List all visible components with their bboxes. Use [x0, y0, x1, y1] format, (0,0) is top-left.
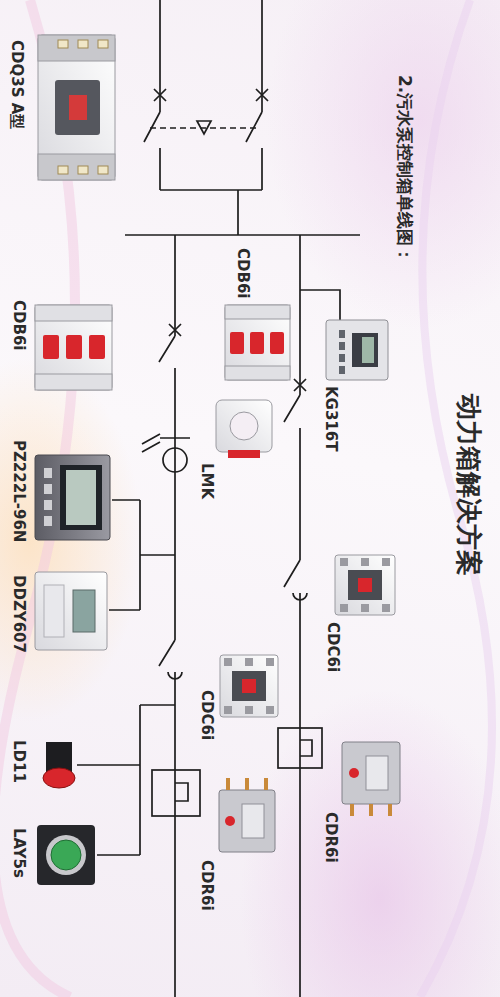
part-name: LMK	[198, 463, 216, 499]
part-name-text: CDC6i	[198, 690, 216, 740]
part-name: PZ222L-96N	[10, 440, 28, 542]
part-name: CDC6i	[324, 622, 342, 672]
part-name-text: PZ222L-96N	[10, 440, 28, 542]
section-heading: 2.污水泵控制箱单线图：	[393, 75, 416, 263]
part-name: CDB6i	[234, 248, 252, 298]
single-line-wiring	[77, 0, 360, 997]
slide-title-text: 动力箱解决方案	[454, 394, 484, 576]
contactor-picture	[220, 655, 278, 717]
part-name-text: LMK	[198, 463, 216, 499]
panel-meter-picture	[35, 455, 110, 540]
part-name-text: CDR6i	[198, 860, 216, 911]
thermal-relay-picture	[219, 778, 275, 852]
part-name: KG316T	[322, 386, 340, 451]
slide-title: 动力箱解决方案	[451, 394, 486, 576]
current-transformer-picture	[216, 400, 272, 458]
part-name-text: CDC6i	[324, 622, 342, 672]
energy-meter-picture	[35, 572, 107, 650]
part-name: CDQ3S A型	[7, 40, 26, 129]
part-name: LD11	[10, 740, 28, 783]
contactor-picture	[335, 555, 395, 615]
part-name-text: CDR6i	[322, 812, 340, 863]
section-heading-text: 2.污水泵控制箱单线图：	[395, 75, 415, 263]
part-name: CDR6i	[198, 860, 216, 911]
breaker-picture	[225, 305, 290, 380]
part-name: CDC6i	[198, 690, 216, 740]
part-name-text: CDQ3S A型	[8, 40, 26, 129]
part-name: DDZY607	[10, 575, 28, 653]
part-name: CDB6i	[10, 300, 28, 350]
part-name-text: DDZY607	[10, 575, 28, 653]
thermal-relay-picture	[342, 742, 400, 816]
part-name-text: LAY5s	[10, 828, 28, 878]
part-name-text: CDB6i	[10, 300, 28, 350]
indicator-lamp-picture	[43, 742, 75, 788]
part-name-text: KG316T	[322, 386, 340, 451]
part-name-text: LD11	[10, 740, 28, 783]
breaker-picture	[35, 305, 112, 390]
push-button-picture	[37, 825, 95, 885]
part-name: LAY5s	[10, 828, 28, 878]
timer-picture	[326, 320, 388, 380]
part-name-text: CDB6i	[234, 248, 252, 298]
part-name: CDR6i	[322, 812, 340, 863]
ats-switch-picture	[38, 35, 115, 180]
